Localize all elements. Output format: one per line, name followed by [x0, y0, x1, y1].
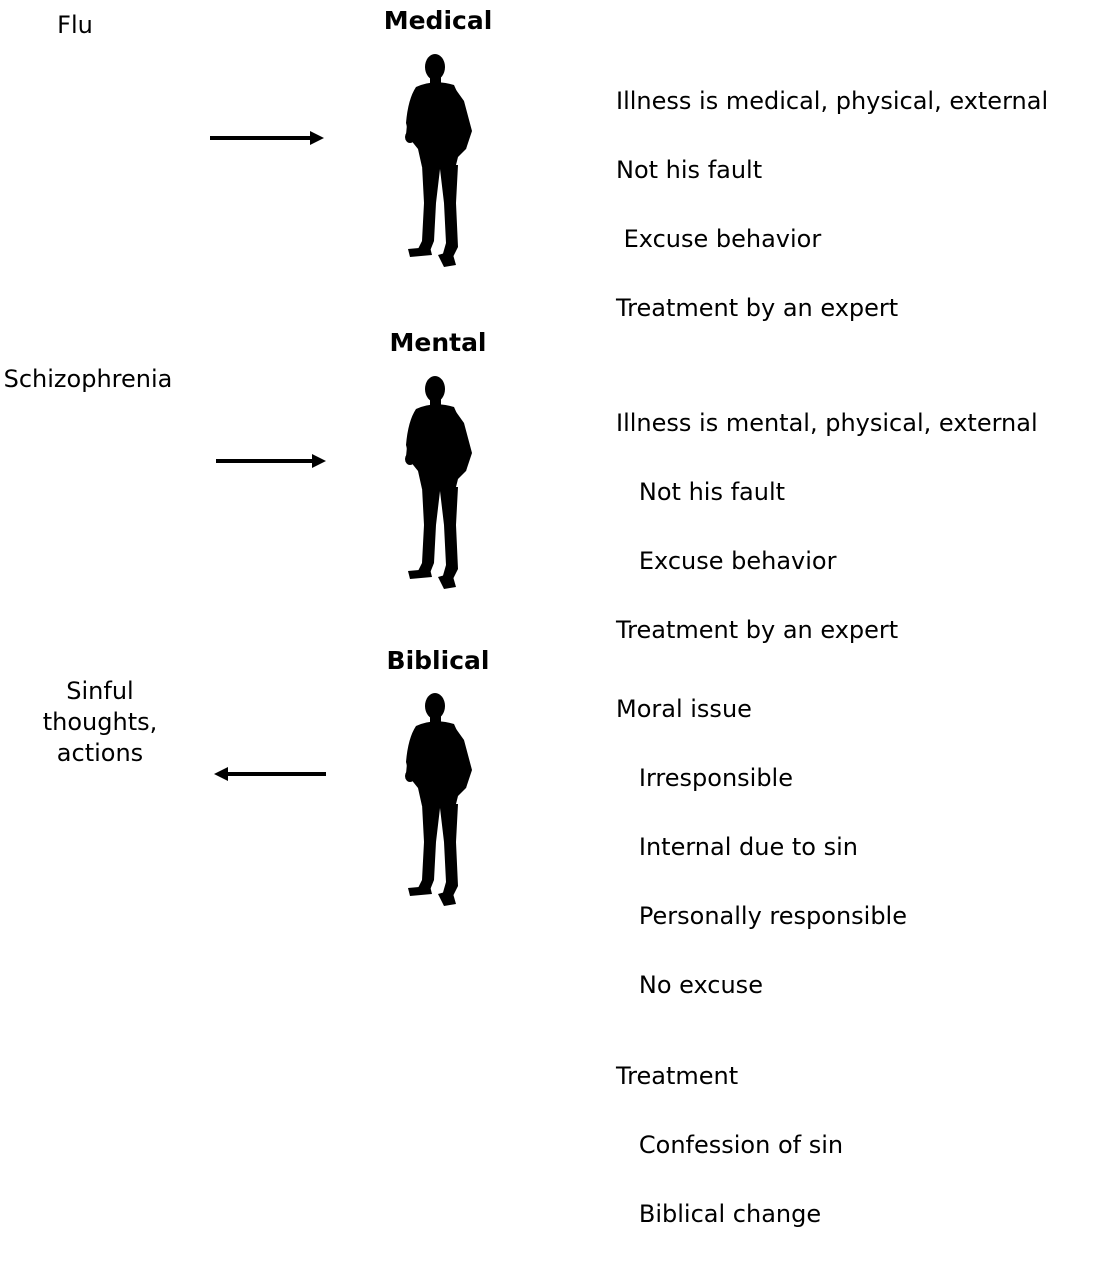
note-line: Irresponsible: [616, 764, 793, 792]
biblical-cause-line: thoughts,: [42, 708, 158, 736]
biblical-cause-line: actions: [56, 739, 144, 767]
note-line: Moral issue: [616, 695, 752, 723]
mental-notes: Illness is mental, physical, external No…: [616, 366, 1038, 688]
biblical-cause-line: Sinful: [66, 677, 134, 705]
biblical-notes: Moral issue Irresponsible Internal due t…: [616, 652, 907, 1272]
person-silhouette-icon: [405, 376, 472, 589]
biblical-heading: Biblical: [386, 646, 490, 675]
note-line: Excuse behavior: [616, 225, 822, 253]
note-line: Confession of sin: [616, 1131, 844, 1159]
right-arrow-icon: [210, 131, 324, 145]
note-line: Not his fault: [616, 478, 786, 506]
note-line: Not his fault: [616, 156, 763, 184]
note-line: No excuse: [616, 971, 763, 999]
biblical-cause: Sinful thoughts, actions: [30, 676, 170, 769]
mental-row: Mental Schizophrenia Illness is mental, …: [0, 320, 1096, 642]
medical-row: Medical Flu Illness is medical, physical…: [0, 0, 1096, 320]
biblical-row: Biblical Sinful thoughts, actions Moral …: [0, 640, 1096, 1226]
note-line: Excuse behavior: [616, 547, 837, 575]
note-line: Treatment: [616, 1062, 739, 1090]
mental-heading: Mental: [389, 328, 487, 357]
note-line: Personally responsible: [616, 902, 907, 930]
medical-heading: Medical: [383, 6, 493, 35]
medical-cause: Flu: [40, 10, 110, 41]
right-arrow-icon: [216, 454, 326, 468]
note-line: Illness is mental, physical, external: [616, 409, 1038, 437]
note-line: Treatment by an expert: [616, 294, 899, 322]
left-arrow-icon: [214, 767, 326, 781]
mental-cause: Schizophrenia: [0, 364, 188, 395]
medical-notes: Illness is medical, physical, external N…: [616, 44, 1048, 366]
note-line: Biblical change: [616, 1200, 822, 1228]
note-line: Illness is medical, physical, external: [616, 87, 1049, 115]
note-line: Internal due to sin: [616, 833, 858, 861]
person-silhouette-icon: [405, 693, 472, 906]
mental-cause-line: Schizophrenia: [3, 365, 173, 393]
note-line: Treatment by an expert: [616, 616, 899, 644]
medical-cause-line: Flu: [57, 11, 93, 39]
person-silhouette-icon: [405, 54, 472, 267]
